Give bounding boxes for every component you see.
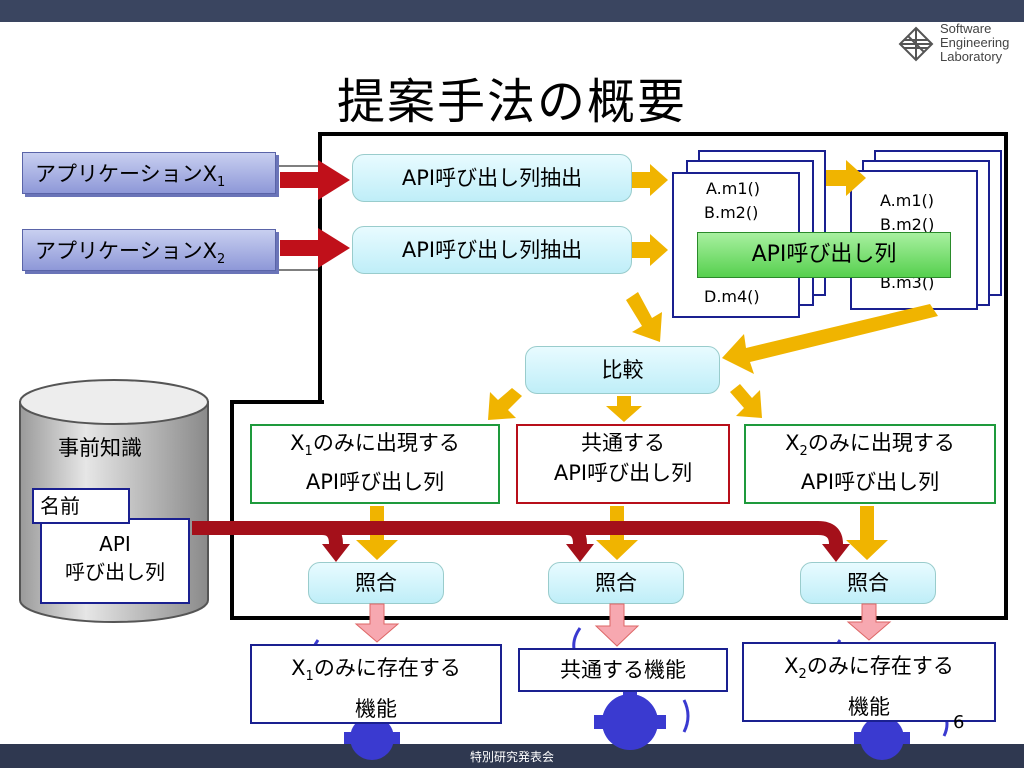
orange-arrow-doc-left-compare [626, 292, 662, 342]
knowledge-api-document: API 呼び出し列 [40, 518, 190, 604]
orange-arrow-extract2 [632, 234, 668, 266]
orange-arrow-cat3-match [846, 506, 888, 560]
pink-arrow-1 [354, 603, 400, 643]
app-x1-sub: 1 [216, 175, 226, 191]
result-x2-prefix: X [784, 654, 799, 678]
knowledge-arrowhead-2 [566, 544, 594, 562]
app-x2-sub: 2 [216, 252, 226, 268]
lab-logo-icon [898, 26, 934, 62]
extract-process-1: API呼び出し列抽出 [352, 154, 632, 202]
result-x2-sub: 2 [798, 667, 807, 683]
red-arrow-app1 [280, 160, 350, 200]
extract-process-2: API呼び出し列抽出 [352, 226, 632, 274]
category-x2-prefix: X [785, 431, 800, 455]
result-x2-only: X2のみに存在する 機能 [742, 642, 996, 722]
orange-arrow-extract1 [632, 164, 668, 196]
category-common: 共通する API呼び出し列 [516, 424, 730, 504]
category-common-line1: 共通する [581, 431, 665, 455]
red-arrow-app2 [280, 228, 350, 268]
logo-line-1: Software [940, 21, 992, 36]
knowledge-arrowhead-3 [822, 544, 850, 562]
result-x1-line1: X1のみに存在する [252, 652, 500, 693]
gear-icon [854, 708, 910, 760]
app-x1-text: アプリケーションX [35, 162, 217, 186]
result-x1-only: X1のみに存在する 機能 [250, 644, 502, 724]
page-number: 6 [953, 712, 965, 733]
result-x1-line2: 機能 [355, 697, 397, 722]
knowledge-api-line2: 呼び出し列 [65, 560, 165, 584]
category-x2-sub: 2 [799, 444, 808, 460]
category-x1-only: X1のみに出現する API呼び出し列 [250, 424, 500, 504]
result-x1-prefix: X [291, 656, 306, 680]
lab-logo-text: Software Engineering Laboratory [940, 22, 1009, 64]
footer-text: 特別研究発表会 [469, 750, 554, 764]
compare-process: 比較 [525, 346, 720, 394]
logo-line-2: Engineering [940, 35, 1010, 50]
orange-arrow-compare-left [488, 388, 522, 420]
category-x1-line1: X1のみに出現する [252, 428, 498, 467]
knowledge-red-arrow [192, 521, 843, 548]
result-x2-text: のみに存在する [806, 654, 954, 678]
orange-arrow-doc-right-compare [722, 304, 938, 374]
doc-right-line-2: B.m2() [880, 215, 935, 234]
pink-arrow-2 [594, 603, 640, 647]
orange-arrow-compare-right [730, 384, 762, 418]
category-x1-text: のみに出現する [312, 431, 460, 455]
knowledge-label: 事前知識 [58, 436, 142, 460]
category-x2-line2: API呼び出し列 [800, 470, 940, 495]
category-x1-line2: API呼び出し列 [305, 470, 445, 495]
result-x1-text: のみに存在する [313, 656, 461, 680]
category-common-line2: API呼び出し列 [553, 461, 693, 485]
result-common: 共通する機能 [518, 648, 728, 692]
category-x1-sub: 1 [304, 444, 313, 460]
api-call-sequence-label: API呼び出し列 [697, 232, 951, 278]
gear-icon [594, 686, 666, 750]
category-x2-line1: X2のみに出現する [746, 428, 994, 467]
slide-title: 提案手法の概要 [336, 74, 687, 130]
result-x1-sub: 1 [305, 669, 314, 685]
bottom-bar [0, 744, 1024, 768]
doc-right-line-1: A.m1() [880, 191, 934, 210]
pink-arrow-3 [846, 603, 892, 641]
orange-arrow-doc-to-doc [826, 160, 866, 196]
match-process-2: 照合 [548, 562, 684, 604]
knowledge-arrowhead-1 [322, 544, 350, 562]
category-x2-only: X2のみに出現する API呼び出し列 [744, 424, 996, 504]
app-x2-text: アプリケーションX [35, 239, 217, 263]
category-x1-prefix: X [290, 431, 305, 455]
result-x2-line2: 機能 [848, 695, 890, 720]
result-x2-line1: X2のみに存在する [744, 650, 994, 691]
orange-arrow-compare-middle [606, 396, 642, 422]
knowledge-name-box: 名前 [32, 488, 130, 524]
match-process-3: 照合 [800, 562, 936, 604]
doc-left-line-2: B.m2() [704, 203, 759, 222]
match-process-1: 照合 [308, 562, 444, 604]
knowledge-api-line1: API [99, 532, 131, 556]
top-bar [0, 0, 1024, 22]
app-x1-box: アプリケーションX1 [22, 152, 276, 194]
doc-left-line-3: D.m4() [704, 287, 760, 306]
category-x2-text: のみに出現する [807, 431, 955, 455]
logo-line-3: Laboratory [940, 49, 1003, 64]
doc-left-line-1: A.m1() [706, 179, 760, 198]
app-x2-box: アプリケーションX2 [22, 229, 276, 271]
